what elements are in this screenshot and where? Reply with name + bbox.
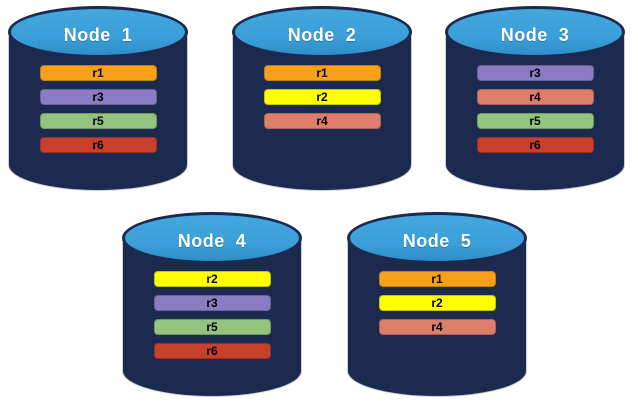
record-bar-r2: r2 — [153, 271, 271, 287]
node-2-cylinder-body — [232, 32, 412, 191]
record-bar-r1: r1 — [378, 271, 496, 287]
node-1-records: r1 r3 r5 r6 — [8, 65, 188, 153]
node-4-records: r2 r3 r5 r6 — [122, 271, 302, 359]
node-1-title: Node 1 — [63, 24, 133, 45]
record-bar-r5: r5 — [153, 319, 271, 335]
node-5-cylinder-top: Node 5 — [347, 212, 527, 264]
record-bar-r4: r4 — [476, 89, 594, 105]
record-bar-r6: r6 — [153, 343, 271, 359]
record-bar-r6: r6 — [39, 137, 157, 153]
node-4-cylinder-top: Node 4 — [122, 212, 302, 264]
node-2-cylinder-top: Node 2 — [232, 6, 412, 58]
node-5-cylinder: Node 5 r1 r2 r4 — [347, 212, 527, 397]
record-bar-r1: r1 — [39, 65, 157, 81]
record-bar-r5: r5 — [39, 113, 157, 129]
node-4-title: Node 4 — [177, 230, 247, 251]
node-1-cylinder-top: Node 1 — [8, 6, 188, 58]
node-3-cylinder-body — [445, 32, 625, 191]
record-bar-r3: r3 — [476, 65, 594, 81]
record-bar-r3: r3 — [39, 89, 157, 105]
record-bar-r2: r2 — [378, 295, 496, 311]
record-bar-r4: r4 — [263, 113, 381, 129]
record-bar-r5: r5 — [476, 113, 594, 129]
record-bar-r3: r3 — [153, 295, 271, 311]
record-bar-r2: r2 — [263, 89, 381, 105]
node-3-cylinder-top: Node 3 — [445, 6, 625, 58]
node-5-title: Node 5 — [402, 230, 472, 251]
node-5-records: r1 r2 r4 — [347, 271, 527, 335]
node-3-cylinder: Node 3 r3 r4 r5 r6 — [445, 6, 625, 191]
node-3-title: Node 3 — [500, 24, 570, 45]
node-2-cylinder: Node 2 r1 r2 r4 — [232, 6, 412, 191]
node-1-cylinder-body — [8, 32, 188, 191]
node-3-records: r3 r4 r5 r6 — [445, 65, 625, 153]
node-5-cylinder-body — [347, 238, 527, 397]
node-1-cylinder: Node 1 r1 r3 r5 r6 — [8, 6, 188, 191]
record-bar-r1: r1 — [263, 65, 381, 81]
record-bar-r6: r6 — [476, 137, 594, 153]
node-2-title: Node 2 — [287, 24, 357, 45]
record-bar-r4: r4 — [378, 319, 496, 335]
node-4-cylinder-body — [122, 238, 302, 397]
node-2-records: r1 r2 r4 — [232, 65, 412, 129]
node-4-cylinder: Node 4 r2 r3 r5 r6 — [122, 212, 302, 397]
